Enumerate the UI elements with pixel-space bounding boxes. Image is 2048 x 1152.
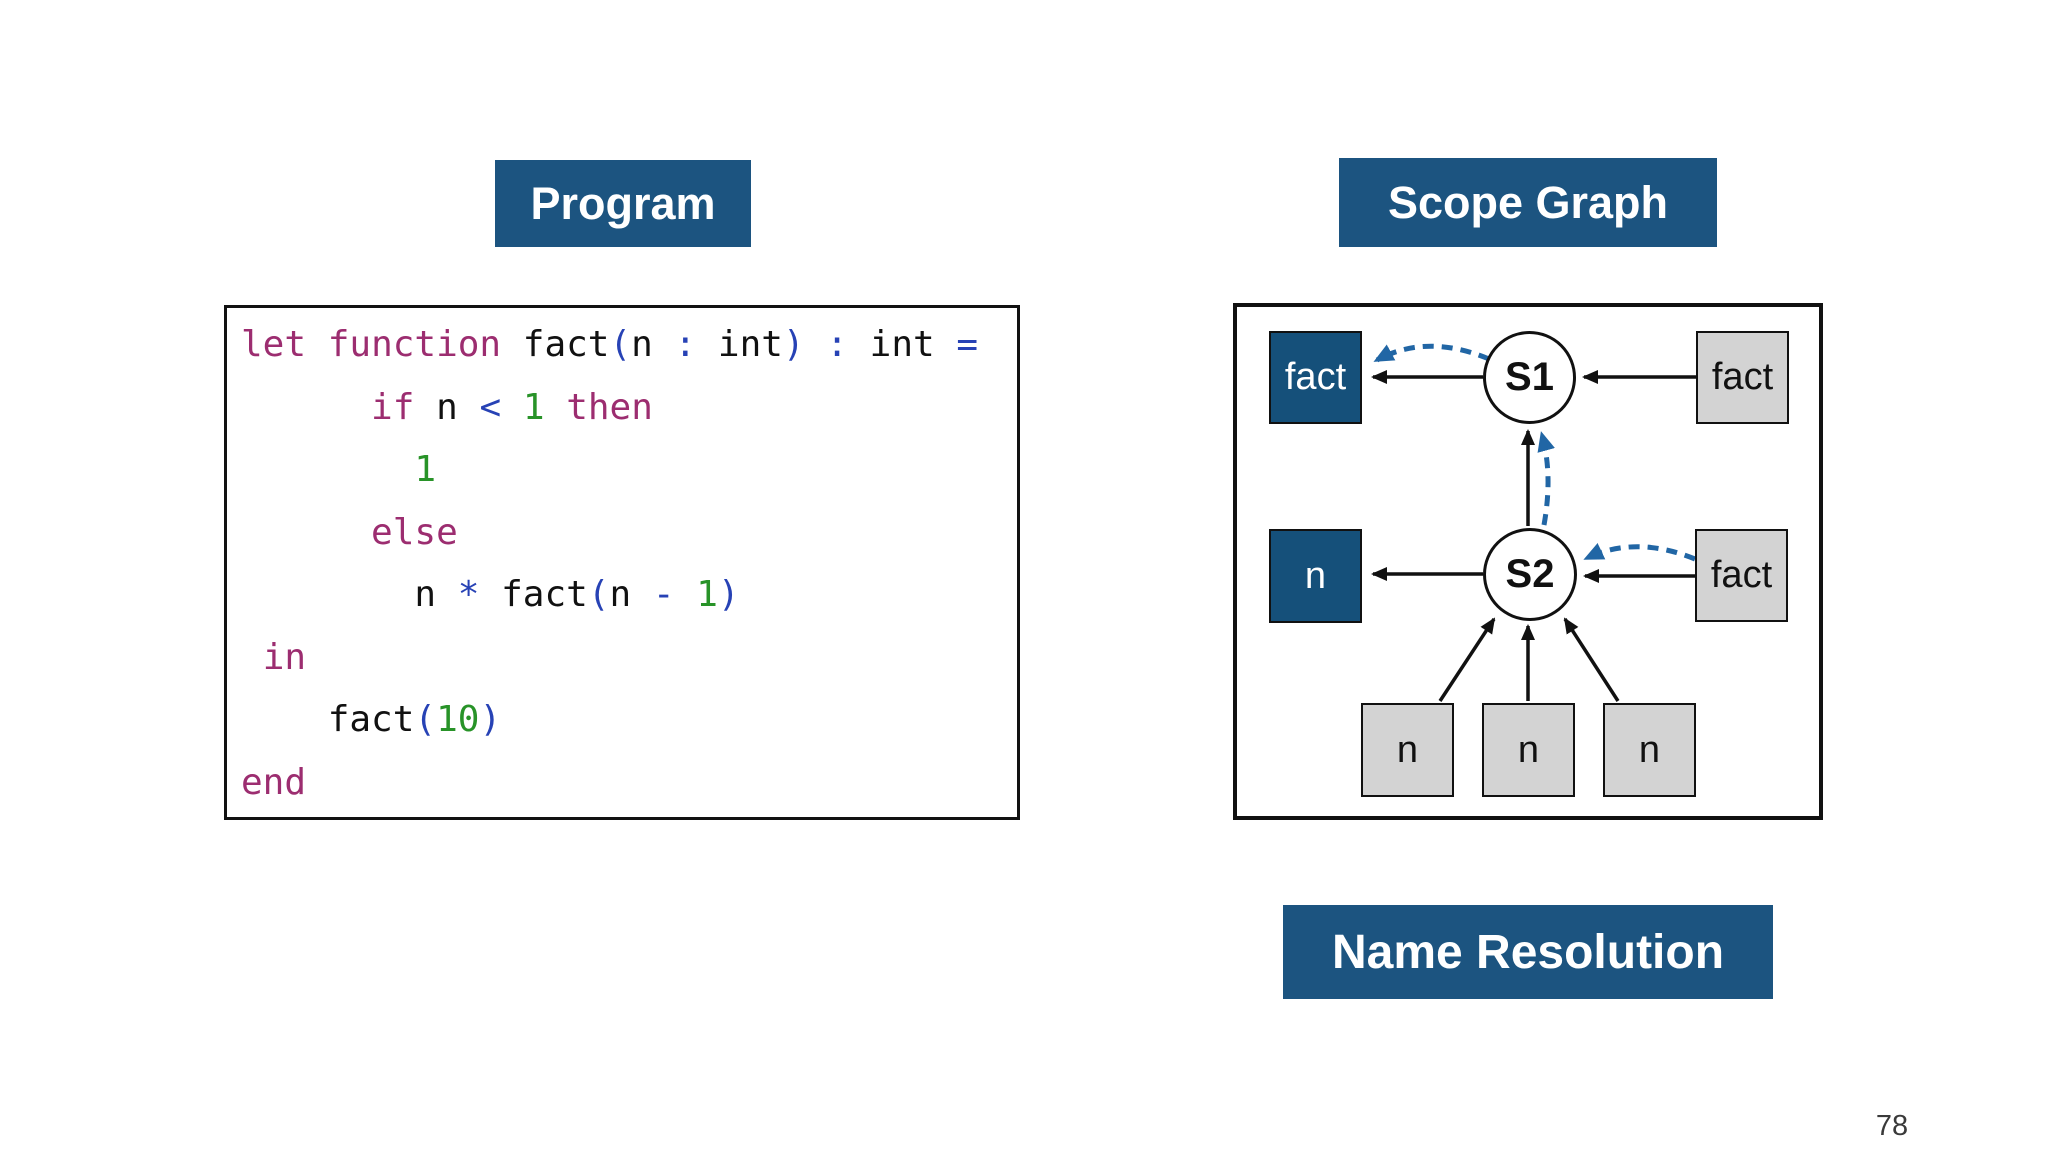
code-token: let xyxy=(241,324,307,365)
reference-node-n-1: n xyxy=(1361,703,1454,797)
code-token xyxy=(675,574,697,615)
code-token: function xyxy=(327,324,502,365)
code-line: in xyxy=(241,627,1017,690)
code-token xyxy=(241,637,263,678)
code-token: ( xyxy=(609,324,632,365)
code-token: n xyxy=(631,324,675,365)
program-code-box: let function fact(n : int) : int = if n … xyxy=(224,305,1020,820)
reference-node-fact-outer: fact xyxy=(1696,331,1789,424)
resolution-edge-s2-to-s1 xyxy=(1537,431,1555,526)
code-token: ) xyxy=(782,324,805,365)
code-token: : xyxy=(674,324,697,365)
code-token xyxy=(805,324,827,365)
code-token: 1 xyxy=(414,449,437,490)
code-token: < xyxy=(479,386,502,428)
reference-node-n-2: n xyxy=(1482,703,1575,797)
declaration-node-fact: fact xyxy=(1269,331,1362,424)
code-token xyxy=(306,324,328,365)
code-token: n xyxy=(414,386,480,428)
code-token: end xyxy=(241,761,307,803)
resolution-edge-s1-to-decl-fact xyxy=(1373,343,1490,363)
declaration-node-n: n xyxy=(1269,529,1362,623)
page-number: 78 xyxy=(1875,1110,1909,1142)
code-token: ( xyxy=(414,699,437,740)
code-token: ( xyxy=(587,574,610,615)
code-token xyxy=(241,512,371,553)
code-token: n xyxy=(241,574,458,615)
code-token: * xyxy=(457,574,480,615)
code-token: = xyxy=(956,324,979,365)
code-line: end xyxy=(241,752,1017,815)
code-token: in xyxy=(262,636,307,678)
code-token: 1 xyxy=(696,574,718,615)
code-token xyxy=(241,387,371,428)
code-token: fact xyxy=(479,574,588,615)
code-lines: let function fact(n : int) : int = if n … xyxy=(241,314,1017,814)
scope-node-s2: S2 xyxy=(1483,528,1577,621)
code-token: 1 xyxy=(522,386,545,428)
code-line: n * fact(n - 1) xyxy=(241,564,1017,627)
program-title: Program xyxy=(495,160,751,247)
code-token: 10 xyxy=(436,699,480,740)
code-line: let function fact(n : int) : int = xyxy=(241,314,1017,377)
resolution-edge-ref-fact-inner-to-s2 xyxy=(1583,543,1696,562)
code-token: int xyxy=(847,324,957,365)
code-token: if xyxy=(371,386,415,428)
code-token: ) xyxy=(717,574,740,615)
code-token xyxy=(241,449,414,490)
code-line: if n < 1 then xyxy=(241,377,1017,440)
code-token: int xyxy=(696,324,783,365)
scope-graph-edges xyxy=(1371,343,1696,702)
scope-graph-title: Scope Graph xyxy=(1339,158,1717,247)
code-token: fact xyxy=(241,699,415,740)
code-line: else xyxy=(241,502,1017,565)
code-line: fact(10) xyxy=(241,689,1017,752)
code-token: ) xyxy=(479,699,502,740)
name-resolution-title: Name Resolution xyxy=(1283,905,1773,999)
code-token: fact xyxy=(501,324,610,365)
code-token: else xyxy=(371,511,458,553)
code-token: then xyxy=(566,386,653,428)
code-line: 1 xyxy=(241,439,1017,502)
code-token xyxy=(501,387,523,428)
code-token: - xyxy=(652,574,675,615)
scope-node-s1: S1 xyxy=(1483,331,1576,424)
code-token: n xyxy=(609,574,653,615)
reference-node-fact-inner: fact xyxy=(1695,529,1788,622)
code-token xyxy=(545,387,567,428)
scope-graph-box: fact S1 fact n S2 fact n n n xyxy=(1233,303,1823,820)
reference-node-n-3: n xyxy=(1603,703,1696,797)
edge-ref-n1-to-s2 xyxy=(1438,617,1496,702)
edge-ref-n3-to-s2 xyxy=(1563,617,1620,702)
code-token: : xyxy=(826,324,848,365)
